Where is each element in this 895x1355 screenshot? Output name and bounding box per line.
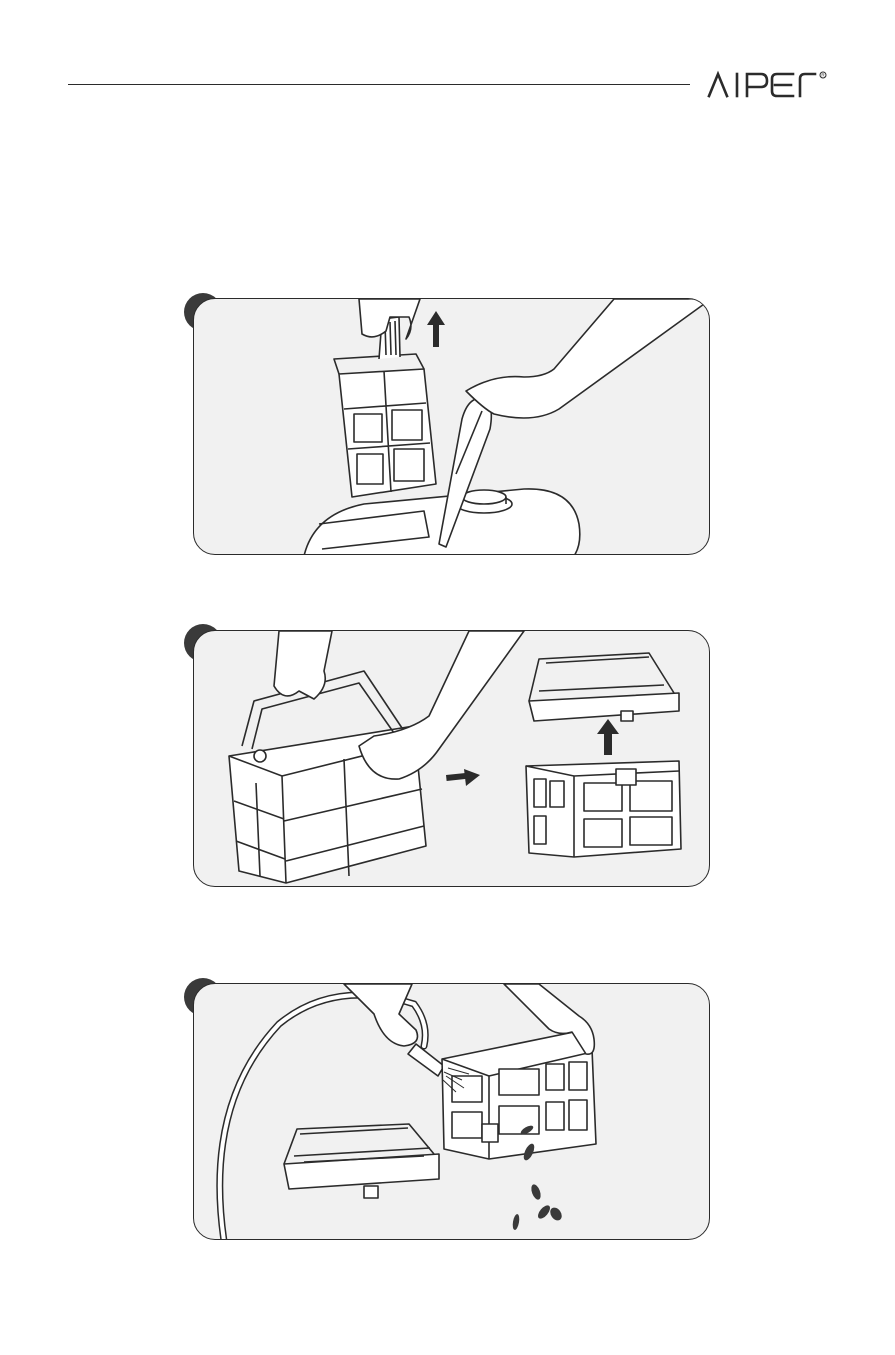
step-1-drawing (194, 299, 710, 555)
up-arrow-icon (427, 311, 445, 347)
right-arrow-icon (446, 769, 480, 786)
step-2-illustration (193, 630, 710, 887)
step-1-illustration (193, 298, 710, 555)
step-2-drawing (194, 631, 710, 887)
separated-lid-shape (529, 693, 679, 721)
step-3-drawing (194, 984, 710, 1240)
left-hand-shape (274, 631, 332, 699)
right-hand-shape (359, 631, 524, 779)
aiper-logo: R (705, 66, 830, 102)
left-hand-shape (344, 984, 418, 1046)
step-3-illustration (193, 983, 710, 1240)
header-rule (68, 84, 690, 85)
up-arrow-icon (597, 719, 619, 755)
right-hand-shape (466, 299, 710, 418)
